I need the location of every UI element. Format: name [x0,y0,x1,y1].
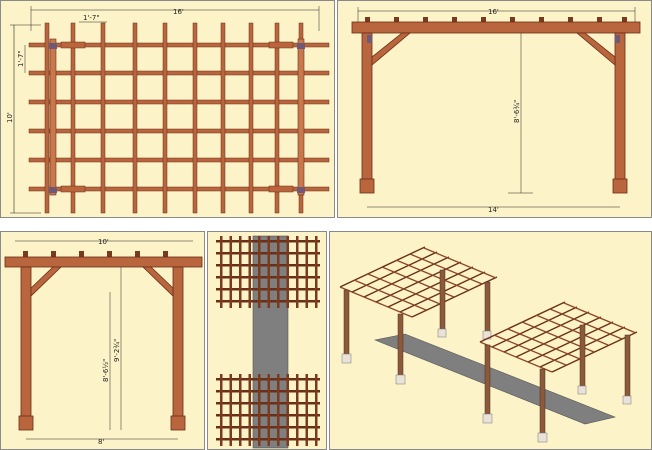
left-post [361,32,373,181]
perspective-panel [329,231,652,450]
plan-rafter [220,22,226,214]
lattice-rafter [315,374,318,446]
plan-left-spacing-label: 1'-7" [17,50,25,67]
plan-view-drawing [28,22,330,214]
left-footing [359,178,375,194]
lattice-rafter [277,236,280,308]
top-beam [351,21,641,34]
lattice-rafter [305,374,308,446]
plan-rafter [44,22,50,214]
lattice-rafter [305,236,308,308]
concrete-walkway [373,333,617,425]
right-footing [170,415,186,431]
plan-bracket [268,185,294,193]
plan-width-label: 16' [173,8,184,16]
bracket [367,35,372,43]
plan-bracket [268,41,294,49]
plan-beam [49,38,57,196]
lattice-rafter [239,374,242,446]
plan-purlin [28,70,330,76]
plan-dimensions: 16' 10' 1'-7" 1'-7" [6,6,320,214]
right-knee-brace [142,266,174,297]
long-height-label: 8'-6¾" [513,100,521,123]
long-width-label: 16' [488,8,499,16]
lattice-rafter [248,374,251,446]
top-beam [4,256,203,268]
side-elevation-drawing: 10' 8'-6½" 9'-2¾" 8' [4,238,203,446]
top-view-pair-panel [207,231,327,450]
plan-bracket [60,185,86,193]
plan-rafter [132,22,138,214]
side-elevation-panel: 10' 8'-6½" 9'-2¾" 8' [0,231,205,450]
long-span-label: 14' [488,206,499,214]
long-elevation-panel: 16' 8'-6¾" 14' [337,0,652,218]
plan-beam [297,38,305,196]
plan-purlin [28,42,330,48]
plan-rafter [192,22,198,214]
left-knee-brace [30,266,62,297]
side-height-b-label: 9'-2¾" [113,339,121,362]
long-elevation-drawing: 16' 8'-6¾" 14' [351,7,641,214]
rafter-ends [365,17,627,23]
perspective-drawing [339,246,638,443]
lattice-rafter [286,236,289,308]
lattice-rafter [239,236,242,308]
lattice-rafter [258,374,261,446]
right-footing [612,178,628,194]
plan-post-bracket [297,43,305,49]
plan-bracket [60,41,86,49]
lattice-rafter [315,236,318,308]
pergola-front-left [339,246,498,385]
lattice-rafter [267,236,270,308]
plan-rafter [162,22,168,214]
plan-post-bracket [297,187,305,193]
plan-purlin [28,128,330,134]
plan-rafter [100,22,106,214]
side-height-a-label: 8'-6½" [102,359,110,382]
plan-rafter [248,22,254,214]
plan-depth-label: 10' [6,112,14,123]
plan-rafter [70,22,76,214]
bracket [615,35,620,43]
lattice-rafter [220,236,223,308]
lattice-rafter [286,374,289,446]
rafter-ends [23,251,168,258]
pergola-back-right [479,301,638,443]
lattice-rafter [220,374,223,446]
lattice-rafter [267,374,270,446]
side-span-label: 8' [98,438,104,446]
lattice-rafter [229,374,232,446]
side-width-label: 10' [98,238,109,246]
plan-purlin [28,99,330,105]
plan-purlin [28,157,330,163]
right-knee-brace [575,32,616,66]
lattice-rafter [277,374,280,446]
top-view-pair-drawing [216,235,320,449]
plan-view-panel: 16' 10' 1'-7" 1'-7" [0,0,335,218]
left-post [20,266,32,418]
plan-purlin [28,186,330,192]
plan-post-bracket [49,43,57,49]
left-footing [18,415,34,431]
plan-top-spacing-label: 1'-7" [83,14,100,22]
lattice-rafter [229,236,232,308]
right-post [172,266,184,418]
plan-rafter [274,22,280,214]
lattice-rafter [258,236,261,308]
right-post [614,32,626,181]
left-knee-brace [371,32,412,66]
lattice-rafter [248,236,251,308]
plan-post-bracket [49,187,57,193]
lattice-rafter [296,374,299,446]
lattice-rafter [296,236,299,308]
